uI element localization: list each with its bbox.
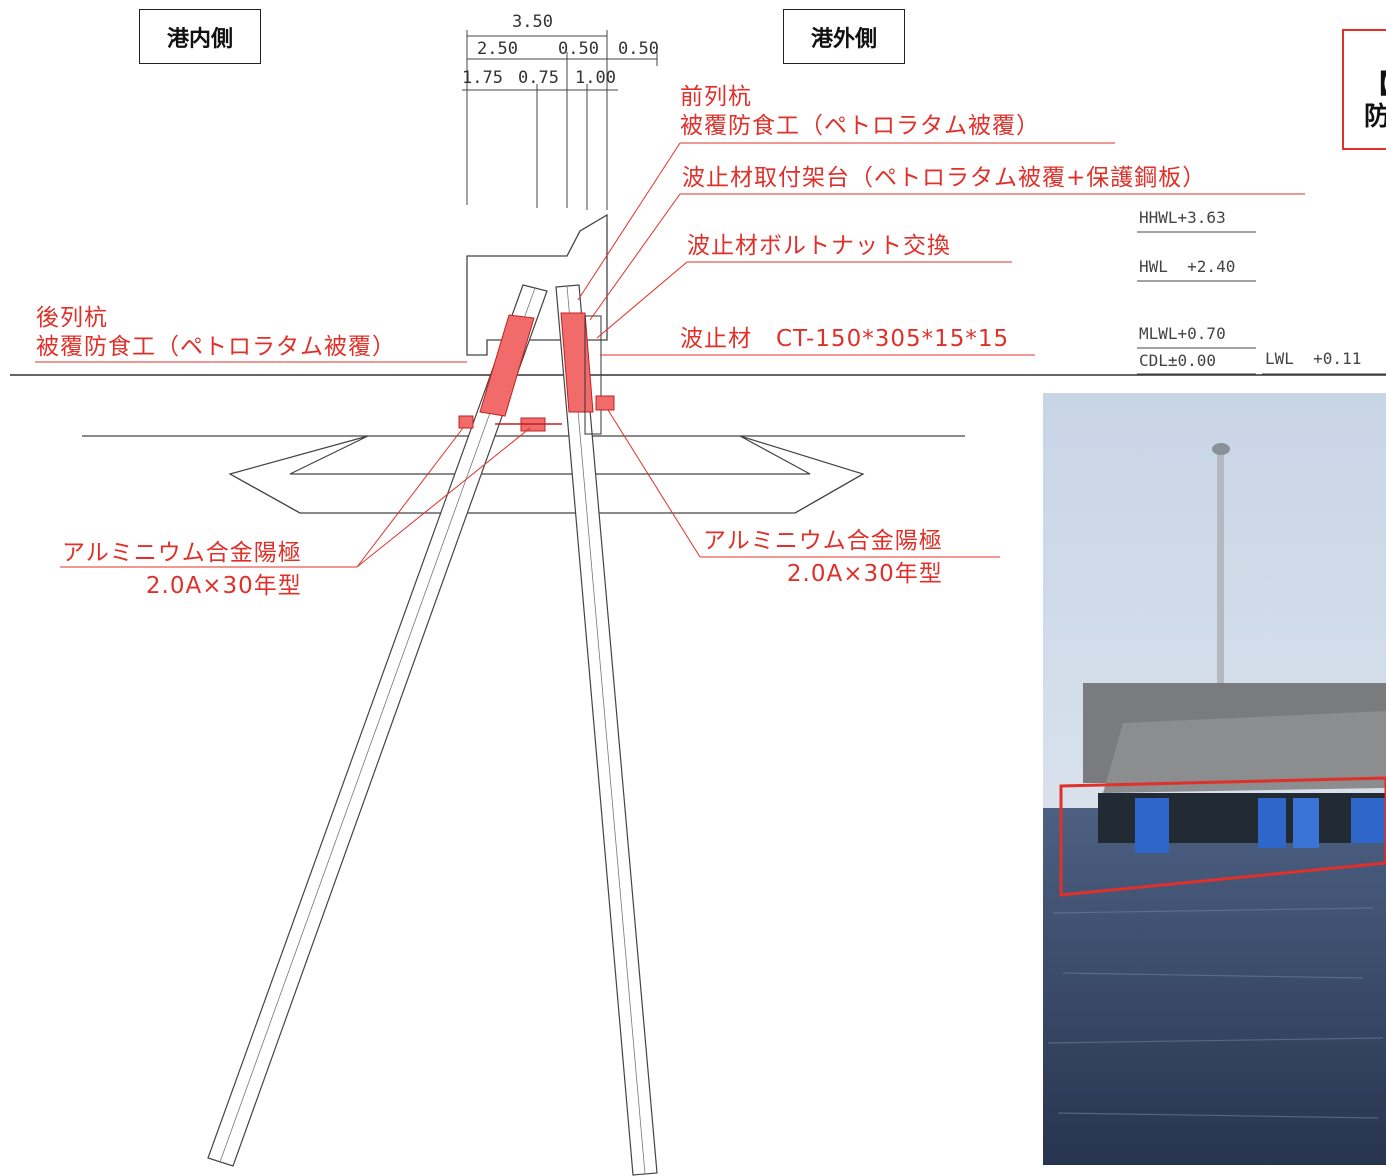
anode-right-title: アルミニウム合金陽極 (703, 528, 943, 554)
wave-member-callout: 波止材 CT-150*305*15*15 (680, 326, 1010, 352)
dim-1-00: 1.00 (575, 68, 616, 88)
rear-pile-title: 後列杭 (36, 305, 108, 331)
site-photo (1043, 393, 1386, 1165)
hwl-label: HWL +2.40 (1139, 257, 1236, 276)
anode-left-title: アルミニウム合金陽極 (62, 540, 302, 566)
anode-left-callout: アルミニウム合金陽極 2.0A×30年型 (62, 539, 302, 601)
mlwl-label: MLWL+0.70 (1139, 324, 1226, 343)
leader-lines (35, 142, 1305, 568)
dimension-lines (462, 30, 658, 210)
anode-right-spec: 2.0A×30年型 (786, 561, 943, 587)
legend-line-2: 防 (1344, 101, 1386, 133)
hhwl-label: HHWL+3.63 (1139, 208, 1226, 227)
legend-box: 【 防 (1342, 29, 1386, 150)
dim-total: 3.50 (512, 12, 553, 32)
rear-pile-coating (479, 314, 535, 417)
anode-left-spec: 2.0A×30年型 (145, 573, 302, 599)
front-pile (555, 284, 658, 1176)
cdl-label: CDL±0.00 (1139, 351, 1217, 370)
anode-right (595, 395, 615, 411)
bolt-callout: 波止材ボルトナット交換 (687, 233, 951, 259)
harbor-outer-label: 港外側 (783, 9, 905, 64)
cap-concrete (466, 213, 608, 356)
front-pile-desc: 被覆防食工（ペトロラタム被覆） (680, 113, 1040, 139)
front-pile-title: 前列杭 (680, 84, 752, 110)
rubble-mound (228, 435, 865, 514)
rear-pile-desc: 被覆防食工（ペトロラタム被覆） (36, 334, 396, 360)
dim-1-75: 1.75 (462, 68, 503, 88)
water-level-underlines (1137, 231, 1386, 375)
front-pile-callout: 前列杭 被覆防食工（ペトロラタム被覆） (680, 83, 1040, 141)
rear-pile-callout: 後列杭 被覆防食工（ペトロラタム被覆） (36, 304, 396, 362)
dim-0-50-a: 0.50 (558, 39, 599, 59)
dim-2-50: 2.50 (477, 39, 518, 59)
anode-right-callout: アルミニウム合金陽極 2.0A×30年型 (703, 527, 943, 589)
harbor-inner-text: 港内側 (166, 26, 233, 52)
lwl-label: LWL +0.11 (1265, 349, 1362, 368)
harbor-outer-text: 港外側 (810, 26, 877, 52)
bracket-callout: 波止材取付架台（ペトロラタム被覆+保護鋼板） (682, 165, 1207, 191)
dim-0-75: 0.75 (518, 68, 559, 88)
anode-left (458, 415, 474, 429)
dim-0-50-b: 0.50 (618, 39, 659, 59)
legend-line-1: 【 (1344, 69, 1386, 101)
photo-highlight-box (1059, 776, 1386, 897)
harbor-inner-label: 港内側 (139, 9, 261, 64)
